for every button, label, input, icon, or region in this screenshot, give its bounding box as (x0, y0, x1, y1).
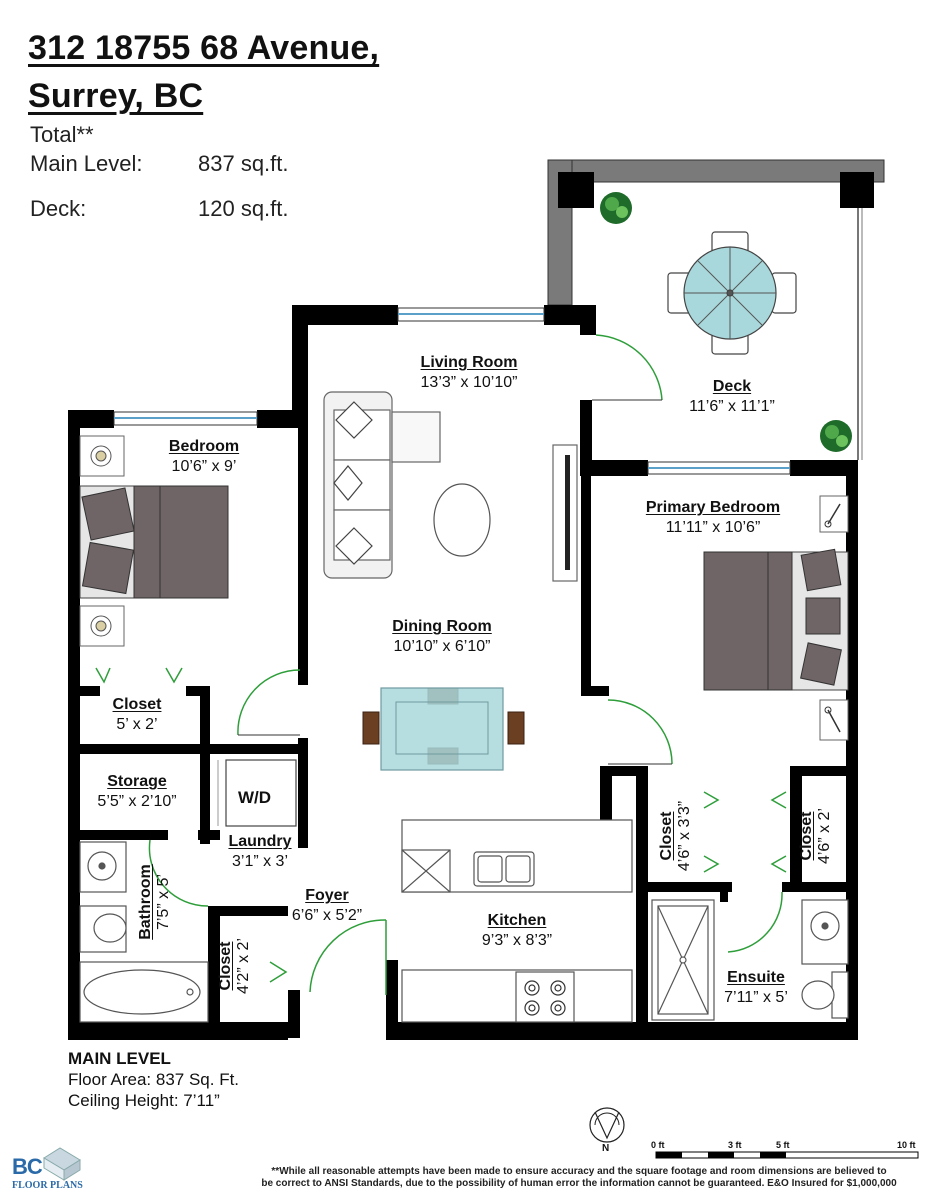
door-swings (95, 334, 787, 995)
ensuite-fixtures (651, 899, 849, 1021)
washer-dryer-label: W/D (238, 788, 272, 807)
room-name: Dining Room (392, 618, 492, 635)
deck-plants (600, 192, 852, 452)
deck-value: 120 sq.ft. (198, 196, 289, 221)
room-name: Storage (107, 773, 167, 790)
room-dimensions: 3’1” x 3’ (231, 853, 289, 870)
room-closet-bedroom: Closet 5’ x 2’ (113, 695, 162, 735)
room-name: Living Room (420, 354, 518, 371)
scale-label-0: 0 ft (651, 1140, 665, 1150)
scale-label-3: 3 ft (728, 1140, 742, 1150)
room-name: Bathroom (137, 864, 154, 940)
main-level-value: 837 sq.ft. (198, 151, 289, 176)
bathroom-fixtures (79, 841, 209, 1023)
address-line-2: Surrey, BC (28, 77, 204, 115)
dining-set (362, 687, 525, 771)
room-name: Laundry (228, 833, 292, 850)
primary-bedroom-furniture (703, 495, 849, 741)
deck-wall (547, 159, 885, 460)
logo-bc: BC (12, 1154, 43, 1179)
room-dimensions: 6’6” x 5’2” (291, 907, 363, 924)
main-level-label: Main Level: (30, 151, 143, 176)
deck-label: Deck: (30, 196, 87, 221)
room-primary-bedroom: Primary Bedroom 11’11” x 10’6” (646, 498, 780, 538)
tv-console (552, 444, 578, 582)
room-name: Kitchen (487, 912, 547, 929)
room-name: Closet (217, 941, 234, 991)
room-dimensions: 13’3” x 10’10” (420, 374, 518, 391)
room-name: Closet (658, 811, 675, 861)
room-laundry: Laundry 3’1” x 3’ (228, 832, 291, 872)
room-name: Ensuite (727, 969, 785, 986)
room-closet-right: Closet 4’6” x 2’ (798, 808, 834, 864)
north-arrow (589, 1107, 625, 1143)
room-dimensions: 10’10” x 6’10” (393, 638, 491, 655)
scale-label-5: 5 ft (776, 1140, 790, 1150)
room-kitchen: Kitchen 9’3” x 8’3” (482, 911, 552, 951)
kitchen-counters (401, 819, 633, 1023)
windows (113, 307, 791, 475)
room-name: Foyer (305, 887, 349, 904)
address-line-1: 312 18755 68 Avenue, (28, 29, 380, 67)
room-deck: Deck 11’6” x 11’1” (689, 377, 775, 417)
washer-dryer (225, 759, 297, 827)
level-info: MAIN LEVEL Floor Area: 837 Sq. Ft. Ceili… (68, 1048, 239, 1111)
main-level-heading: MAIN LEVEL (68, 1049, 171, 1068)
ceiling-height: Ceiling Height: 7’11” (68, 1091, 220, 1110)
room-dimensions: 5’5” x 2’10” (97, 793, 177, 810)
north-label: N (602, 1143, 610, 1154)
room-name: Primary Bedroom (645, 499, 781, 516)
walls (68, 305, 858, 1040)
scale-label-10: 10 ft (897, 1140, 916, 1150)
bedroom-furniture (79, 435, 229, 647)
logo-floor-plans: FLOOR PLANS (12, 1180, 83, 1191)
room-foyer: Foyer 6’6” x 5’2” (292, 886, 362, 926)
room-ensuite: Ensuite 7’11” x 5’ (724, 968, 788, 1008)
room-dimensions: 4’6” x 2’ (816, 807, 833, 865)
disclaimer: **While all reasonable attempts have bee… (236, 1166, 922, 1190)
room-dimensions: 5’ x 2’ (116, 716, 158, 733)
sofa (323, 391, 441, 579)
room-name: Deck (712, 378, 752, 395)
room-living: Living Room 13’3” x 10’10” (421, 353, 518, 393)
room-storage: Storage 5’5” x 2’10” (97, 772, 176, 812)
room-name: Closet (112, 696, 162, 713)
disclaimer-line-1: **While all reasonable attempts have bee… (271, 1166, 887, 1177)
scale-bar (655, 1151, 919, 1159)
deck-table-set (667, 231, 797, 355)
room-dimensions: 11’6” x 11’1” (689, 398, 775, 415)
total-label: Total** (30, 122, 94, 147)
room-name: Closet (798, 811, 815, 861)
room-dimensions: 7’11” x 5’ (724, 989, 788, 1006)
room-dimensions: 7’5” x 5’ (155, 873, 172, 931)
room-dimensions: 4’2” x 2’ (235, 937, 252, 995)
floor-area: Floor Area: 837 Sq. Ft. (68, 1070, 240, 1089)
room-closet-left: Closet 4’6” x 3’3” (658, 801, 694, 871)
room-dimensions: 10’6” x 9’ (171, 458, 237, 475)
coffee-table (433, 483, 491, 557)
room-bedroom: Bedroom 10’6” x 9’ (169, 437, 239, 477)
room-closet-foyer: Closet 4’2” x 2’ (217, 938, 253, 994)
room-dimensions: 4’6” x 3’3” (676, 800, 693, 872)
room-bathroom: Bathroom 7’5” x 5’ (137, 864, 173, 940)
logo-graphic (43, 1147, 81, 1181)
room-dining: Dining Room 10’10” x 6’10” (392, 617, 492, 657)
room-dimensions: 11’11” x 10’6” (665, 519, 761, 536)
room-dimensions: 9’3” x 8’3” (481, 932, 553, 949)
disclaimer-line-2: be correct to ANSI Standards, due to the… (261, 1178, 897, 1189)
room-name: Bedroom (168, 438, 240, 455)
